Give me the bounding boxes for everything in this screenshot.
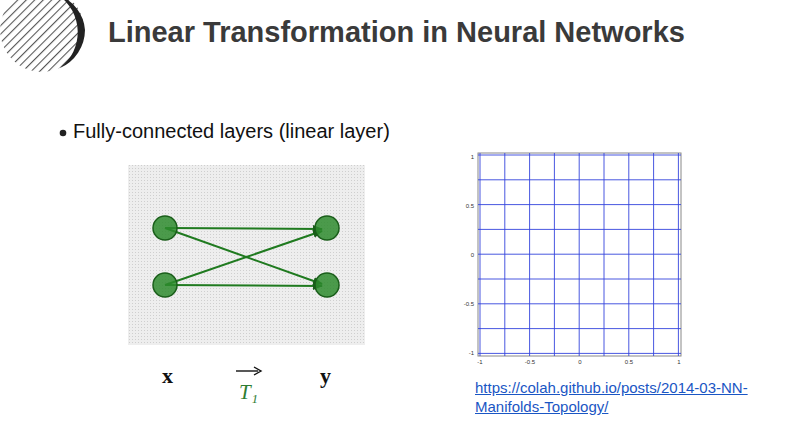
axis-tick: -1	[469, 350, 474, 357]
bullet-text: Fully-connected layers (linear layer)	[73, 120, 390, 143]
grid-line	[678, 153, 679, 356]
grid-line	[478, 279, 681, 280]
connection-lines	[165, 228, 322, 286]
slide-title: Linear Transformation in Neural Networks	[108, 16, 685, 49]
neuron-circles	[153, 216, 339, 297]
axis-tick: -1	[477, 359, 482, 366]
axis-tick: -0.5	[525, 359, 535, 366]
network-panel	[128, 165, 365, 345]
axis-tick: 0	[578, 359, 581, 366]
source-link: https://colah.github.io/posts/2014-03-NN…	[475, 378, 793, 416]
grid-line	[478, 254, 681, 255]
axis-tick: 0.5	[625, 359, 633, 366]
axis-tick: 1	[471, 154, 474, 161]
grid-line	[604, 153, 605, 356]
grid-line	[628, 153, 629, 356]
mapping-arrow	[236, 367, 261, 375]
axis-tick: 0.5	[466, 203, 474, 210]
axis-tick: 0	[471, 252, 474, 259]
bullet-dot	[60, 130, 67, 137]
vector-label: x	[162, 363, 173, 389]
transform-label: T₁	[239, 380, 258, 405]
vector-label: y	[320, 363, 331, 389]
axis-tick: -0.5	[464, 301, 474, 308]
grid-line	[478, 353, 681, 354]
grid-line	[478, 328, 681, 329]
grid-plot	[478, 153, 681, 356]
axis-tick: 1	[677, 359, 680, 366]
grid-line	[653, 153, 654, 356]
corner-logo	[0, 0, 85, 72]
grid-line	[478, 303, 681, 304]
